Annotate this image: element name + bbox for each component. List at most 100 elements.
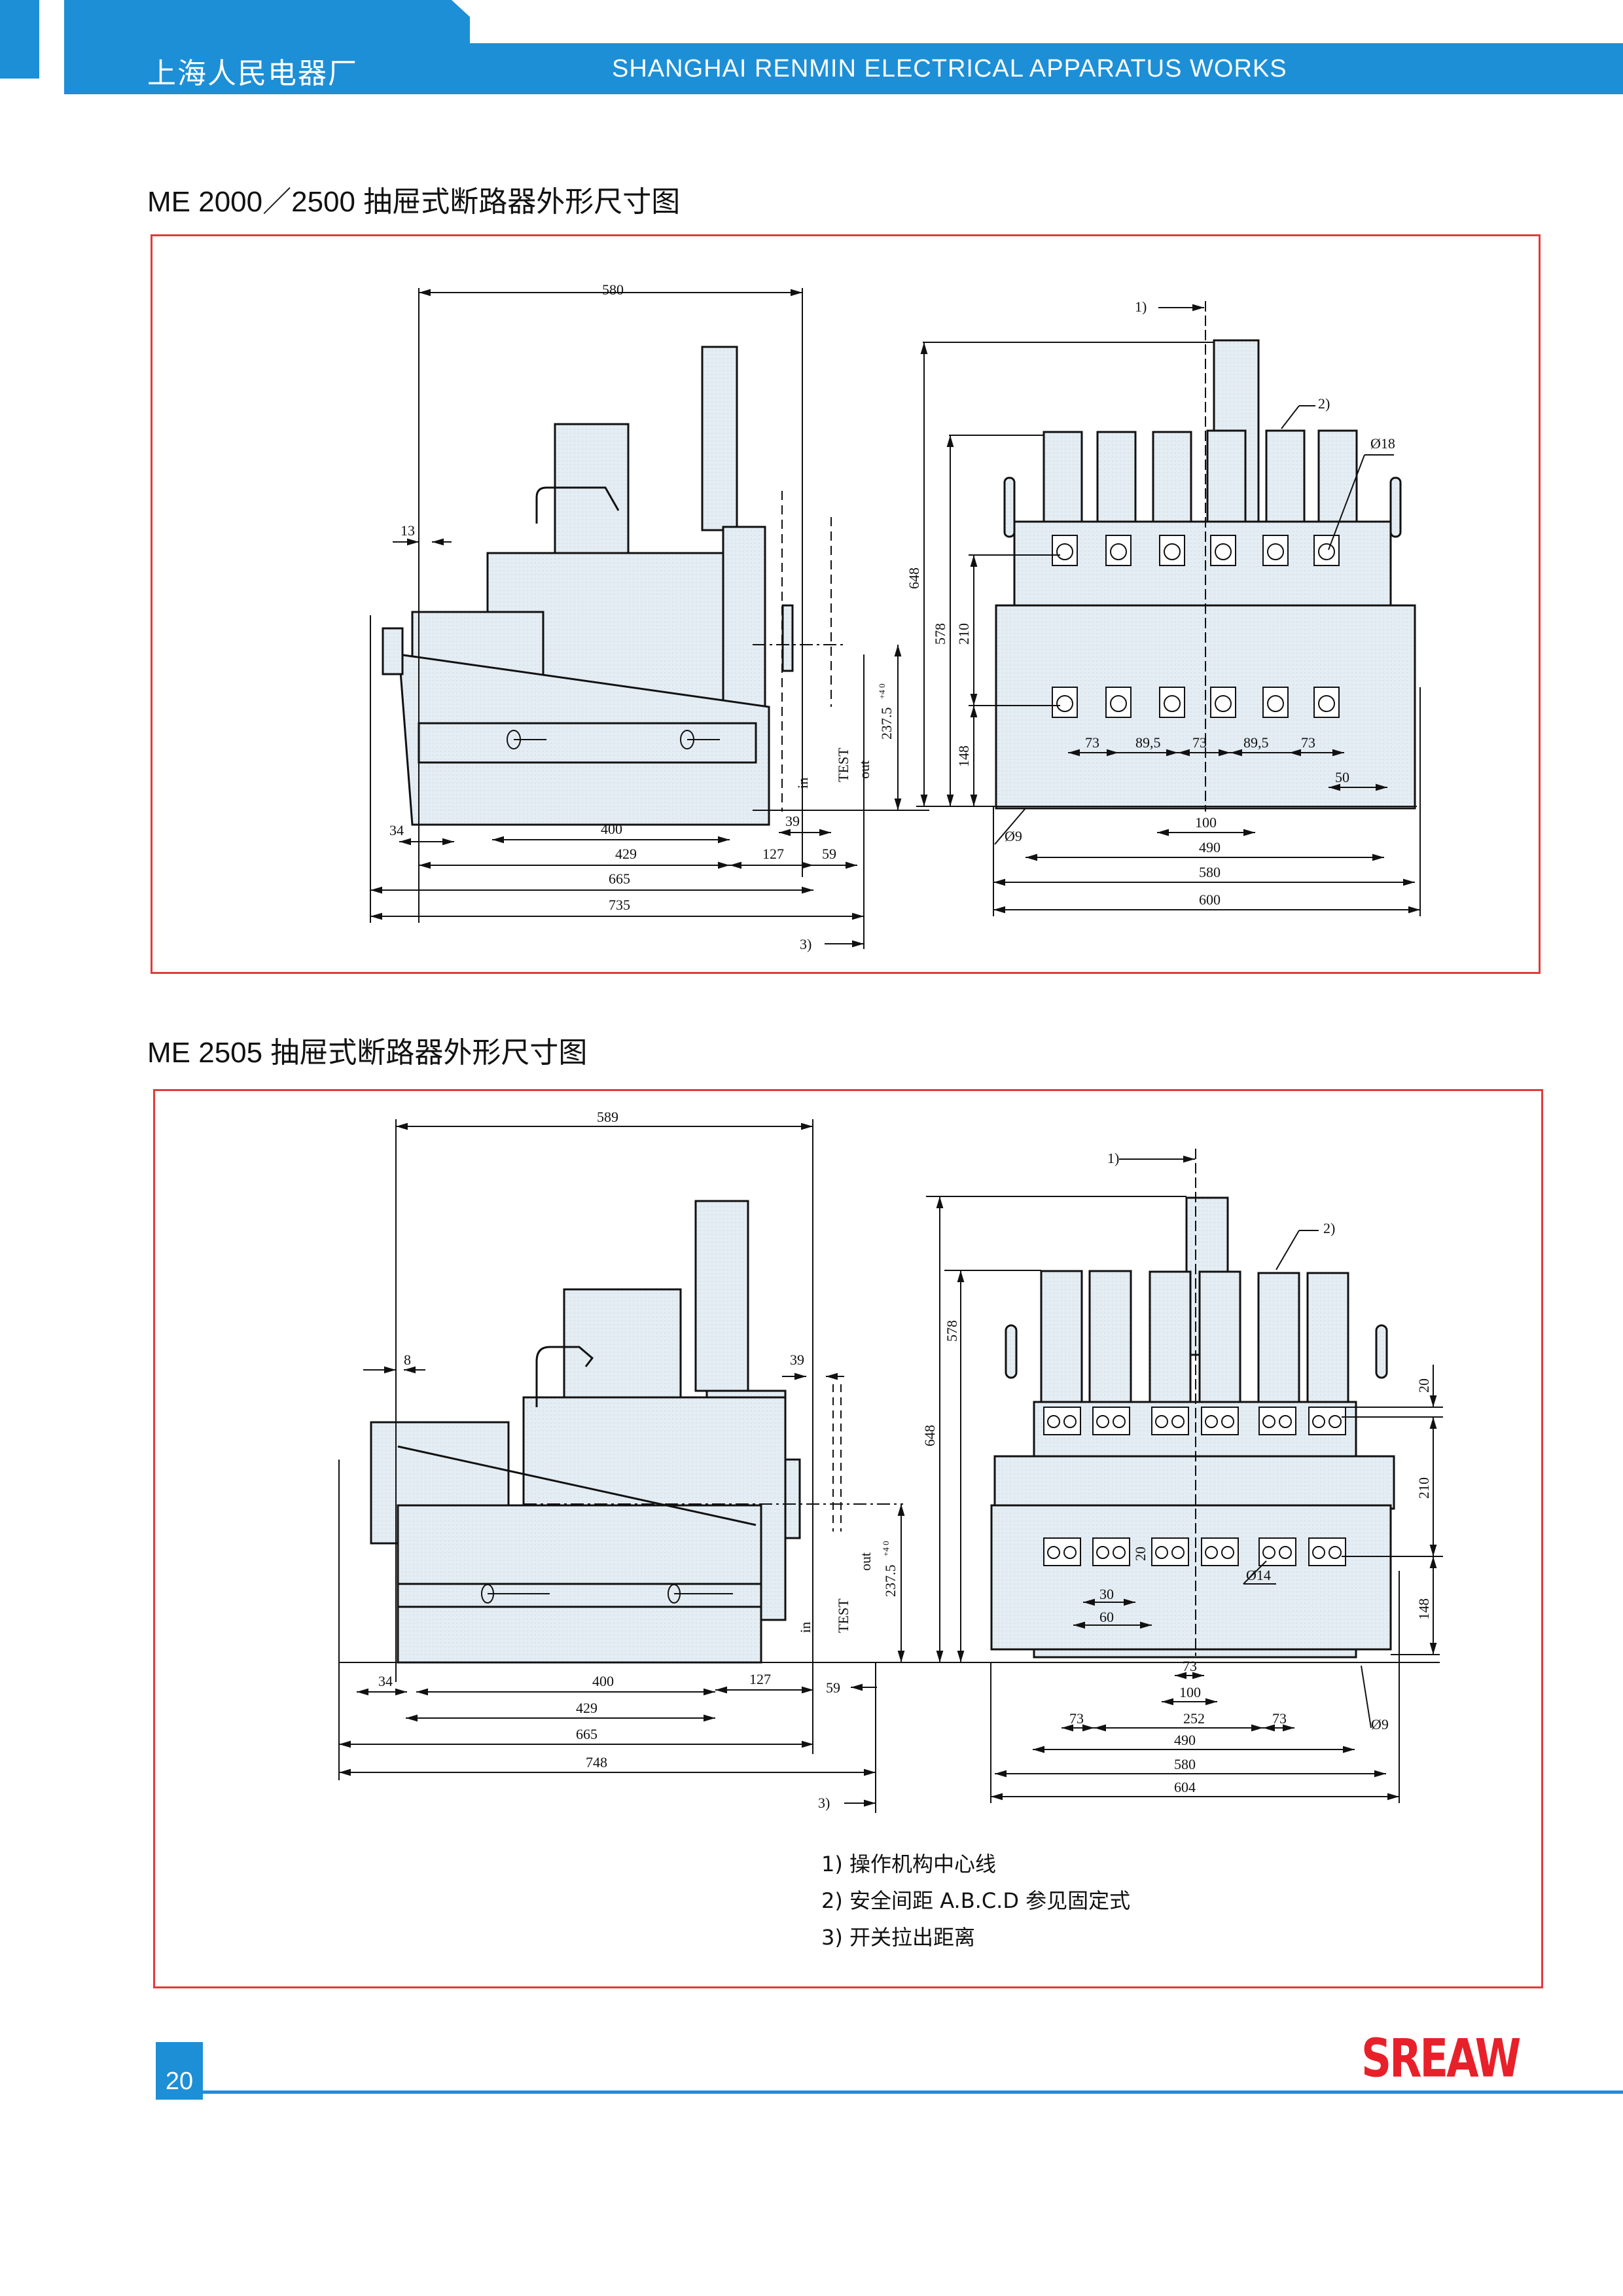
d1-side-hook	[535, 486, 620, 524]
footnote-2: 2) 安全间距 A.B.C.D 参见固定式	[821, 1888, 1131, 1913]
d2-pole-5	[1257, 1272, 1300, 1405]
d1-label-note3: 3)	[800, 936, 812, 952]
drawing1-front-view	[995, 339, 1416, 810]
d1-label-hole9: Ø9	[1005, 828, 1022, 844]
brand-logo: SREAW	[1361, 2029, 1521, 2090]
company-name-en: SHANGHAI RENMIN ELECTRICAL APPARATUS WOR…	[612, 55, 1287, 82]
d2-label-429: 429	[576, 1700, 597, 1716]
d1-label-127: 127	[762, 846, 784, 862]
d2-label-127: 127	[749, 1671, 771, 1687]
d2-label-out: out	[857, 1552, 874, 1571]
d1-front-dim-lines	[916, 301, 1421, 916]
d1-label-13: 13	[401, 522, 415, 539]
d1-label-237: 237.5	[878, 708, 895, 740]
d1-front-handle-right	[1389, 476, 1402, 538]
d1-label-648: 648	[906, 567, 922, 589]
d2-front-crossbar	[993, 1455, 1395, 1510]
d1-label-578: 578	[932, 623, 948, 645]
drawing2-title: ME 2505 抽屉式断路器外形尺寸图	[147, 1037, 588, 1069]
d2-label-note1: 1)	[1107, 1150, 1119, 1166]
d2-label-604: 604	[1174, 1779, 1196, 1795]
d1-label-50: 50	[1335, 769, 1349, 785]
d2-front-dim-lines	[916, 1149, 1443, 1803]
d1-label-hole18: Ø18	[1370, 435, 1395, 452]
d1-label-out: out	[856, 761, 872, 779]
d1-label-210: 210	[955, 623, 972, 645]
d2-label-237: 237.5	[882, 1565, 899, 1598]
d2-front-handle-right	[1375, 1324, 1388, 1379]
d1-label-pitch-4: 89,5	[1243, 734, 1269, 751]
d2-label-73l: 73	[1069, 1710, 1084, 1727]
d1-label-490: 490	[1199, 839, 1221, 855]
drawing1-title: ME 2000／2500 抽屉式断路器外形尺寸图	[147, 186, 681, 218]
d2-side-rail	[397, 1583, 762, 1608]
drawing1-side-view	[382, 346, 794, 826]
d2-label-8: 8	[404, 1352, 411, 1368]
d1-label-39: 39	[785, 813, 800, 829]
footer-rule	[203, 2090, 1623, 2094]
d2-label-73c: 73	[1183, 1658, 1197, 1674]
d1-side-details	[507, 491, 844, 812]
d1-label-in: in	[794, 778, 811, 789]
d2-label-252: 252	[1183, 1710, 1205, 1727]
d1-side-dim-lines	[370, 288, 929, 949]
d2-label-148: 148	[1416, 1598, 1432, 1620]
d1-label-tolerance: +4 0	[877, 683, 887, 699]
d1-label-735: 735	[609, 897, 630, 913]
d2-label-note2: 2)	[1323, 1220, 1335, 1236]
footnote-3: 3) 开关拉出距离	[821, 1925, 976, 1950]
d2-label-490: 490	[1174, 1732, 1196, 1748]
d2-terminals	[1043, 1407, 1346, 1566]
header-tab	[64, 0, 470, 94]
d1-label-100: 100	[1195, 814, 1217, 831]
d2-label-400: 400	[592, 1673, 614, 1689]
d2-label-73r: 73	[1272, 1710, 1287, 1727]
drawing2-side-view	[370, 1200, 801, 1664]
d2-pole-4	[1198, 1270, 1241, 1404]
d1-pole-5	[1265, 429, 1306, 531]
d2-label-tolerance: +4 0	[881, 1541, 891, 1556]
d1-label-580: 580	[602, 281, 624, 298]
d1-terminals	[1052, 535, 1340, 718]
d1-label-note2: 2)	[1318, 395, 1330, 412]
d2-front-cradle	[990, 1504, 1392, 1651]
d1-label-pitch-3: 73	[1192, 734, 1207, 751]
page-number: 20	[156, 2042, 203, 2100]
page-edge-strip	[0, 0, 39, 79]
d2-label-748: 748	[586, 1754, 607, 1770]
d1-pole-1	[1043, 431, 1083, 531]
d1-label-59: 59	[822, 846, 836, 862]
d2-label-test: TEST	[835, 1598, 851, 1633]
drawing1-frame	[151, 234, 1541, 974]
d1-side-dim-labels: 580 13 34 400 429 127 59 39 665 735 3) 2…	[389, 281, 895, 952]
d2-pole-2	[1088, 1270, 1132, 1403]
d2-label-hole14: Ø14	[1246, 1567, 1271, 1583]
d2-label-hole9: Ø9	[1371, 1716, 1389, 1732]
d1-label-pitch-5: 73	[1301, 734, 1315, 751]
d2-label-648: 648	[921, 1425, 938, 1446]
d1-side-tall-block	[701, 346, 738, 531]
d2-label-210: 210	[1416, 1477, 1432, 1499]
d2-label-665: 665	[576, 1726, 597, 1742]
d2-label-note3: 3)	[818, 1795, 830, 1811]
company-name-cn: 上海人民电器厂	[147, 57, 358, 90]
d1-label-429: 429	[615, 846, 637, 862]
header-notch	[452, 0, 1623, 43]
d2-side-details	[397, 1384, 903, 1604]
d2-front-dim-labels: 1) 2) Ø14 Ø9 648 578 20 210 148 20 30 60…	[921, 1150, 1432, 1795]
d2-label-589: 589	[597, 1109, 618, 1125]
d1-pole-6	[1317, 429, 1358, 531]
d2-label-59: 59	[826, 1679, 840, 1696]
d1-front-dim-labels: 1) 2) Ø18 648 578 210 148 73 89,5 73 89,…	[906, 298, 1395, 908]
footnote-1: 1) 操作机构中心线	[821, 1852, 997, 1876]
d2-label-34: 34	[378, 1673, 393, 1689]
drawing2-frame	[153, 1089, 1543, 1988]
d2-pole-3	[1149, 1270, 1192, 1404]
d1-label-pitch-1: 73	[1085, 734, 1099, 751]
d1-side-contact	[781, 604, 794, 672]
d1-label-665: 665	[609, 870, 630, 887]
d2-front-handle-left	[1005, 1324, 1018, 1379]
d1-front-handle-left	[1003, 476, 1016, 538]
d1-label-pitch-2: 89,5	[1135, 734, 1161, 751]
d2-label-580: 580	[1174, 1756, 1196, 1772]
